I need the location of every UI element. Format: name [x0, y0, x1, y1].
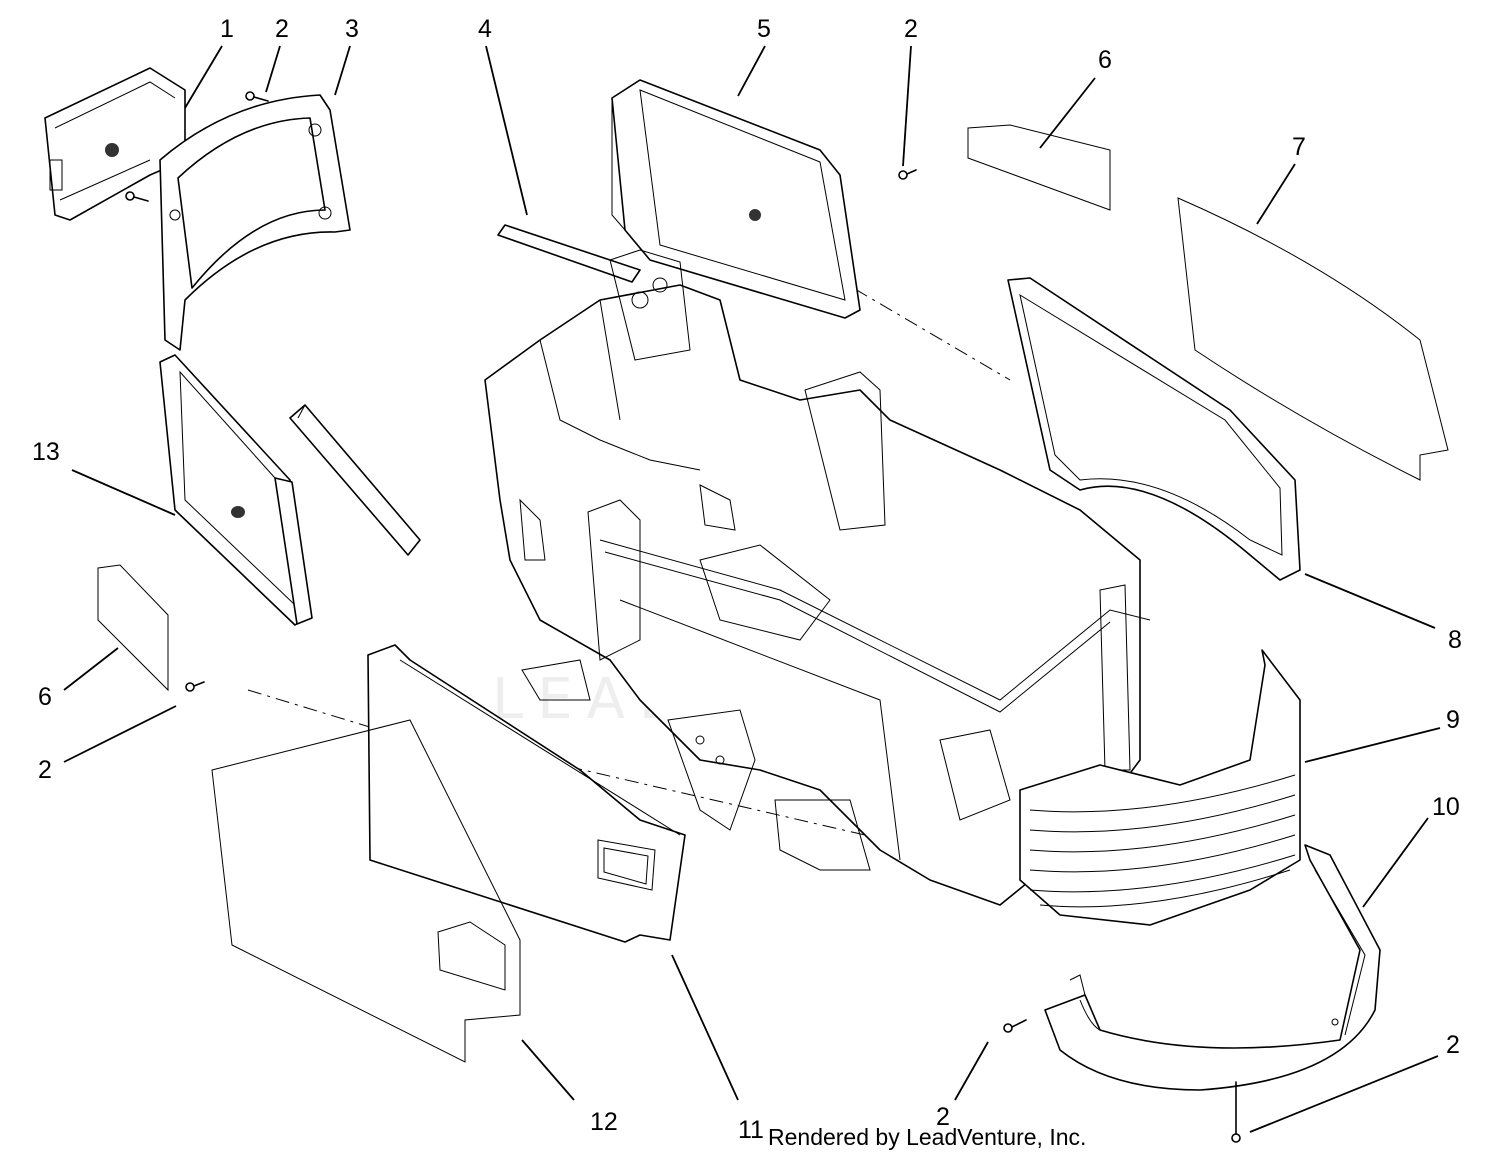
callout-5: 5: [757, 15, 771, 43]
callout-2: 2: [1446, 1031, 1460, 1059]
part-7-decal-sheet: [1177, 197, 1449, 481]
part-1-grille-panel: [44, 67, 186, 221]
callout-9: 9: [1446, 706, 1460, 734]
callout-2: 2: [275, 15, 289, 43]
part-9-front-grille: [1019, 649, 1301, 926]
render-credit: Rendered by LeadVenture, Inc.: [768, 1124, 1087, 1150]
foam-strip: [289, 404, 421, 556]
screw-icon: [245, 91, 269, 102]
callout-10: 10: [1432, 793, 1460, 821]
screw-icon: [1231, 1081, 1241, 1143]
part-6-decal-top: [967, 124, 1111, 211]
part-10-front-bumper: [1044, 844, 1381, 1091]
part-11-side-panel: [367, 644, 686, 943]
callout-labels: 1 2 3 4 5 2 6 7 13 8 6 2 9 10 2 12 11 2: [32, 15, 1462, 1144]
leader-lines: [63, 45, 1441, 1133]
callout-4: 4: [478, 15, 492, 43]
screw-icon: [125, 191, 149, 202]
callout-11: 11: [738, 1116, 764, 1144]
screw-icon: [1003, 1019, 1027, 1033]
part-6-decal-left: [97, 564, 169, 692]
callout-12: 12: [590, 1108, 618, 1136]
callout-1: 1: [220, 15, 234, 43]
part-8-side-frame: [1007, 277, 1301, 581]
screw-icon: [898, 169, 917, 180]
part-5-radiator-screen: [611, 79, 861, 319]
part-4-tube: [497, 224, 641, 283]
part-12-decal-sheet: [211, 719, 521, 1063]
callout-6: 6: [38, 683, 52, 711]
callout-2: 2: [904, 15, 918, 43]
part-3-upper-bezel: [159, 94, 351, 351]
callout-2: 2: [38, 756, 52, 784]
callout-7: 7: [1292, 133, 1306, 161]
callout-3: 3: [345, 15, 359, 43]
callout-13: 13: [32, 438, 60, 466]
callout-2: 2: [936, 1103, 950, 1131]
callout-8: 8: [1448, 626, 1462, 654]
screw-icon: [185, 681, 205, 692]
callout-6: 6: [1098, 46, 1112, 74]
part-13-side-panel: [159, 354, 313, 626]
screws: [125, 91, 1241, 1143]
